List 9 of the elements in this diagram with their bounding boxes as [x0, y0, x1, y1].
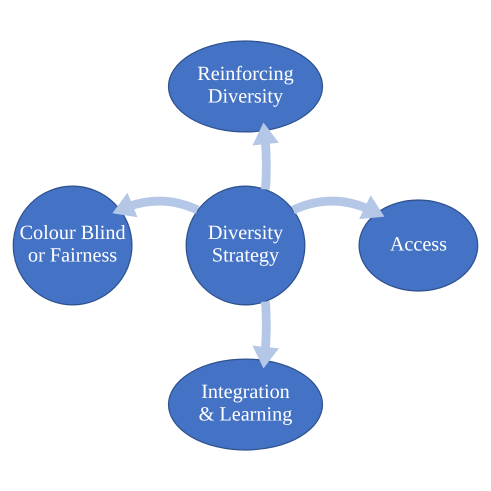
arrow	[252, 122, 279, 190]
node-circle: Diversity Strategy	[186, 186, 306, 306]
node-ellipse: Integration & Learning	[168, 358, 324, 451]
arrow	[112, 192, 200, 218]
node-circle: Colour Blind or Fairness	[12, 186, 133, 306]
node-ellipse: Reinforcing Diversity	[168, 40, 324, 133]
node-ellipse: Access	[358, 199, 478, 292]
arrow	[252, 301, 279, 369]
arrow	[291, 195, 384, 220]
